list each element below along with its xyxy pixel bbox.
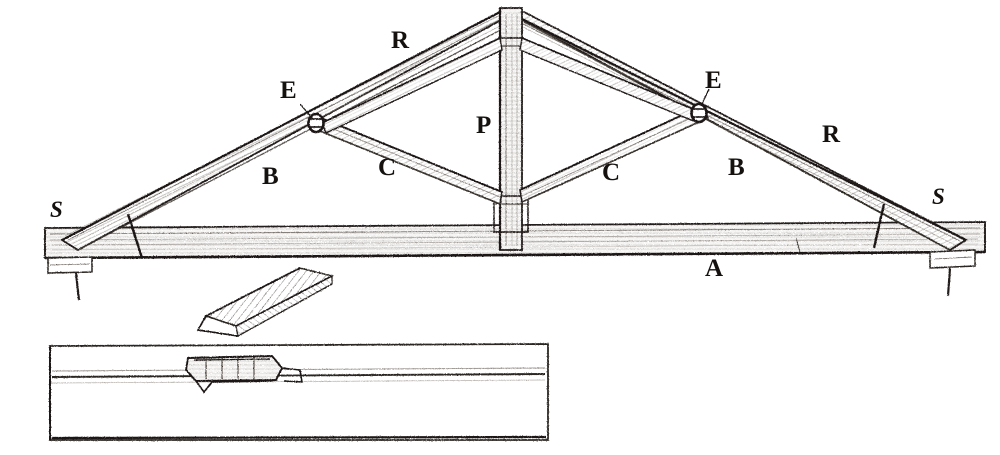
label-rafter-right: R	[822, 121, 841, 148]
brace-right-upper	[519, 37, 701, 123]
label-seat-left: S	[50, 197, 63, 222]
label-strut-right: C	[602, 159, 621, 186]
detail-scarf-joint-elevation	[49, 343, 549, 441]
detail-timber-end-isometric	[196, 267, 335, 337]
leader-line-right	[700, 88, 710, 107]
brace-left-upper	[321, 36, 503, 134]
tie-beam-scarf-mark	[795, 237, 801, 253]
member-strut-left	[308, 114, 503, 206]
label-tie-beam: A	[705, 255, 724, 282]
label-seat-right: S	[932, 184, 945, 209]
label-strap-right: E	[705, 67, 723, 94]
wall-plate-right	[929, 249, 976, 297]
label-brace-left: B	[262, 163, 280, 190]
iron-strap-right	[690, 102, 708, 124]
label-rafter-left: R	[391, 27, 410, 54]
member-rafter-right	[507, 11, 968, 252]
wall-plate-left	[47, 256, 93, 301]
member-strut-right	[519, 104, 710, 204]
joint-line-left	[126, 213, 144, 259]
label-strap-left: E	[280, 77, 298, 104]
label-strut-left: C	[378, 154, 397, 181]
label-brace-right: B	[728, 154, 746, 181]
joint-line-right	[872, 203, 886, 249]
member-rafter-left	[60, 11, 517, 252]
label-king-post: P	[476, 112, 492, 139]
leader-line-left	[299, 103, 314, 120]
